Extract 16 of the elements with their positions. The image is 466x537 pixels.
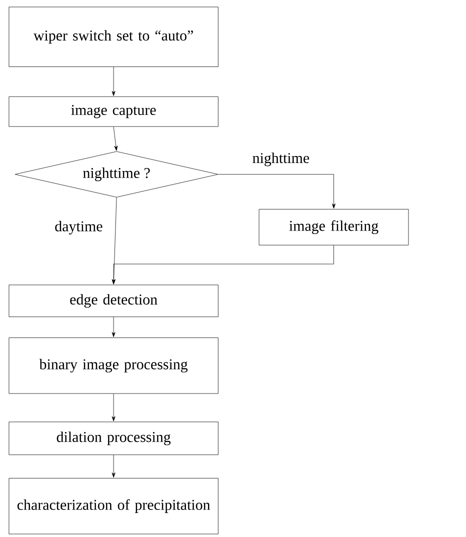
process-box: wiper switch set to “auto” xyxy=(8,6,218,67)
edge-label: nighttime xyxy=(251,152,311,168)
arrow xyxy=(113,126,118,151)
process-box: edge detection xyxy=(8,284,218,318)
process-box: characterization of precipitation xyxy=(8,478,218,534)
arrow xyxy=(112,245,334,284)
edge-label: daytime xyxy=(54,220,104,236)
process-box: dilation processing xyxy=(8,422,218,455)
process-box: image filtering xyxy=(258,209,409,246)
arrow xyxy=(112,454,116,478)
arrow xyxy=(218,174,336,209)
process-box: binary image processing xyxy=(8,338,218,394)
process-box: image capture xyxy=(8,96,218,127)
arrow xyxy=(112,316,116,338)
arrow xyxy=(112,66,116,96)
arrow xyxy=(112,394,116,422)
